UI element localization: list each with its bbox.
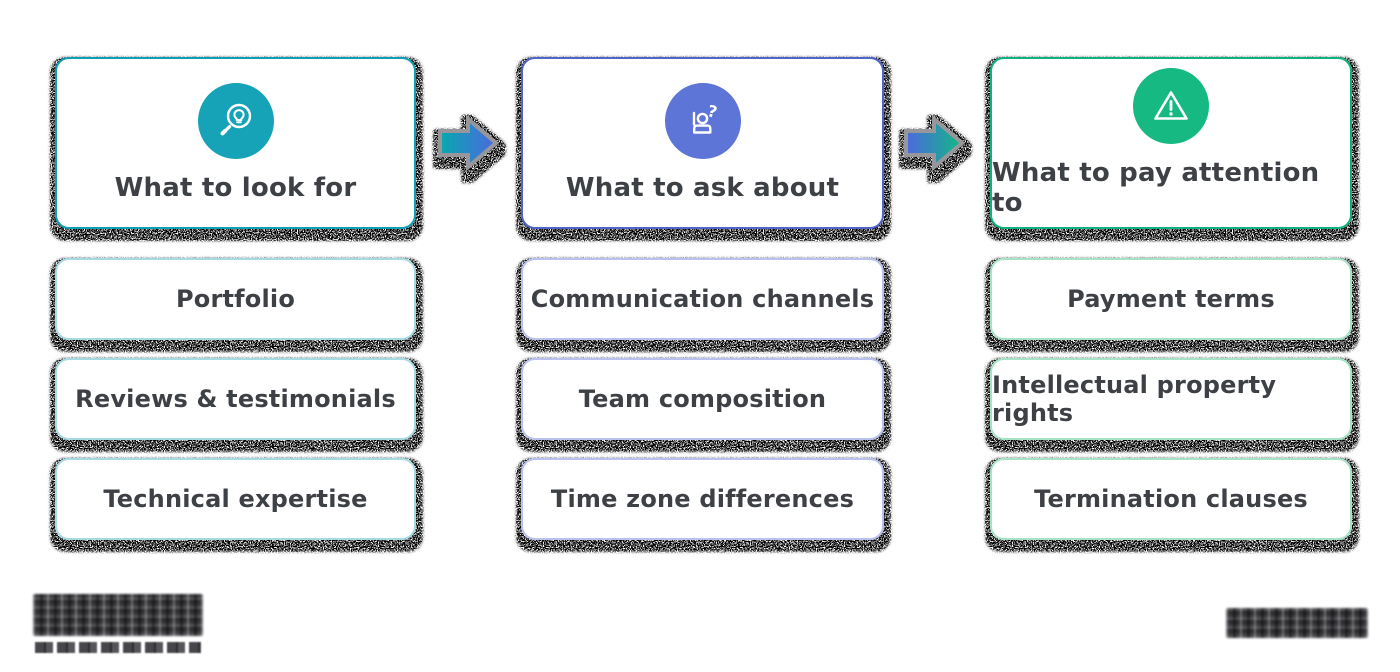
watermark-text bbox=[1226, 608, 1368, 638]
list-item: Technical expertise bbox=[55, 458, 416, 540]
list-item: Payment terms bbox=[990, 258, 1352, 340]
header-card-what-to-ask-about: ? What to ask about bbox=[521, 57, 884, 229]
list-item-label: Intellectual property rights bbox=[992, 371, 1277, 427]
list-item: Communication channels bbox=[521, 258, 884, 340]
list-item-label: Communication channels bbox=[530, 285, 875, 313]
list-item: Reviews & testimonials bbox=[55, 358, 416, 440]
list-item-label: Technical expertise bbox=[103, 485, 368, 513]
list-item-label: Payment terms bbox=[1067, 285, 1275, 313]
list-item: Portfolio bbox=[55, 258, 416, 340]
list-item-label: Time zone differences bbox=[550, 485, 855, 513]
column-title: What to look for bbox=[114, 173, 357, 203]
column-title: What to ask about bbox=[565, 173, 840, 203]
list-item-label: Team composition bbox=[578, 385, 827, 413]
column-title: What to pay attention to bbox=[992, 158, 1320, 218]
raised-hand-question-icon: ? bbox=[664, 83, 741, 159]
magnifier-lightbulb-icon bbox=[197, 83, 274, 159]
company-logo bbox=[33, 594, 203, 636]
list-item: Team composition bbox=[521, 358, 884, 440]
list-item-label: Reviews & testimonials bbox=[75, 385, 396, 413]
warning-triangle-icon bbox=[1133, 68, 1209, 144]
list-item: Termination clauses bbox=[990, 458, 1352, 540]
header-card-what-to-pay-attention-to: What to pay attention to bbox=[990, 57, 1352, 229]
list-item: Intellectual property rights bbox=[990, 358, 1352, 440]
flow-arrow-icon bbox=[904, 114, 966, 172]
list-item: Time zone differences bbox=[521, 458, 884, 540]
list-item-label: Portfolio bbox=[175, 285, 296, 313]
header-card-what-to-look-for: What to look for bbox=[55, 57, 416, 229]
flow-arrow-icon bbox=[438, 114, 500, 172]
svg-text:?: ? bbox=[705, 101, 719, 122]
list-item-label: Termination clauses bbox=[1034, 485, 1308, 513]
company-logo-tagline bbox=[35, 642, 201, 653]
